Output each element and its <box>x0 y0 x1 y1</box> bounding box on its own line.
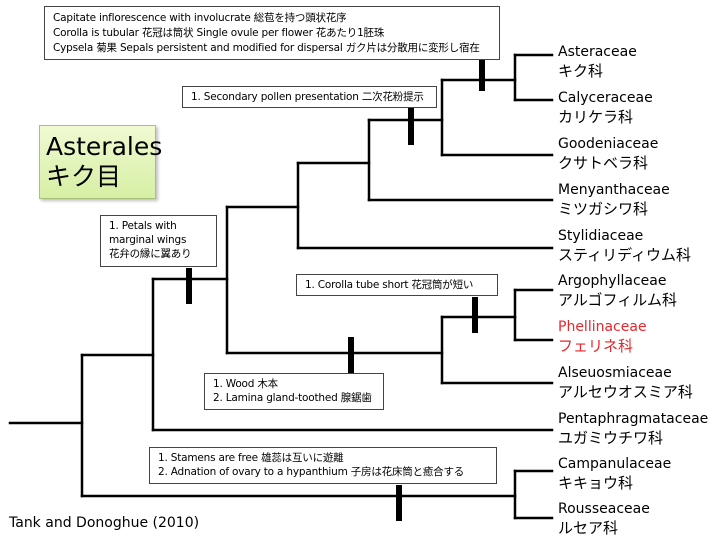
note-line: Cypsela 菊果 Sepals persistent and modifie… <box>53 42 480 54</box>
taxon-menyanthaceae: Menyanthaceae ミツガシワ科 <box>558 181 670 219</box>
taxon-latin: Rousseaceae <box>558 501 650 517</box>
note-secondary-pollen: 1. Secondary pollen presentation 二次花粉提示 <box>182 86 437 108</box>
citation: Tank and Donoghue (2010) <box>9 515 200 531</box>
taxon-alseuosmiaceae: Alseuosmiaceae アルセウオスミア科 <box>558 364 693 402</box>
synapomorphy-bar-stamens <box>396 485 402 521</box>
note-line: 1. Stamens are free 雄蕊は互いに遊離 <box>158 452 344 464</box>
taxon-phellinaceae: Phellinaceae フェリネ科 <box>558 318 647 356</box>
taxon-rousseaceae: Rousseaceae ルセア科 <box>558 500 650 538</box>
synapomorphy-bar-asteraceae <box>479 53 485 91</box>
taxon-japanese: キキョウ科 <box>558 474 634 492</box>
note-line: Corolla is tubular 花冠は筒状 Single ovule pe… <box>53 27 385 39</box>
taxon-latin: Goodeniaceae <box>558 136 659 152</box>
order-latin-name: Asterales <box>46 132 163 161</box>
synapomorphy-bar-petals-wings <box>186 268 192 304</box>
note-line: 1. Secondary pollen presentation 二次花粉提示 <box>191 91 424 103</box>
note-line: 2. Lamina gland-toothed 腺鋸歯 <box>213 392 372 404</box>
taxon-japanese: カリケラ科 <box>558 108 634 126</box>
note-line: Capitate inflorescence with involucrate … <box>53 12 347 24</box>
note-line: 1. Petals with <box>109 220 177 232</box>
taxon-latin: Pentaphragmataceae <box>558 411 709 427</box>
note-wood: 1. Wood 木本 2. Lamina gland-toothed 腺鋸歯 <box>204 373 384 410</box>
synapomorphy-bar-secondary-pollen <box>408 107 414 145</box>
taxon-latin: Argophyllaceae <box>558 273 667 289</box>
synapomorphy-bar-wood <box>348 337 354 373</box>
note-line: 2. Adnation of ovary to a hypanthium 子房は… <box>158 466 465 478</box>
note-corolla-short: 1. Corolla tube short 花冠筒が短い <box>296 274 498 296</box>
taxon-argophyllaceae: Argophyllaceae アルゴフィルム科 <box>558 272 677 310</box>
taxon-japanese: アルセウオスミア科 <box>558 383 693 401</box>
note-line: 花弁の縁に翼あり <box>109 248 192 260</box>
taxon-calyceraceae: Calyceraceae カリケラ科 <box>558 89 653 127</box>
taxon-japanese: ミツガシワ科 <box>558 200 649 218</box>
taxon-japanese: キク科 <box>558 62 604 80</box>
taxon-japanese: スティリディウム科 <box>558 246 692 264</box>
note-line: 1. Corolla tube short 花冠筒が短い <box>305 279 474 291</box>
taxon-japanese: クサトベラ科 <box>558 154 649 172</box>
taxon-goodeniaceae: Goodeniaceae クサトベラ科 <box>558 135 658 173</box>
taxon-latin: Asteraceae <box>558 44 637 60</box>
taxon-latin: Calyceraceae <box>558 90 653 106</box>
note-asteraceae-calyceraceae: Capitate inflorescence with involucrate … <box>44 6 500 60</box>
taxon-japanese: ルセア科 <box>558 519 619 537</box>
taxon-latin: Alseuosmiaceae <box>558 365 672 381</box>
taxon-latin: Campanulaceae <box>558 456 672 472</box>
order-japanese-name: キク目 <box>46 162 122 191</box>
note-stamens: 1. Stamens are free 雄蕊は互いに遊離 2. Adnation… <box>149 447 497 484</box>
note-petals-wings: 1. Petals with marginal wings 花弁の縁に翼あり <box>100 215 217 267</box>
taxon-stylidiaceae: Stylidiaceae スティリディウム科 <box>558 227 691 265</box>
taxon-latin: Stylidiaceae <box>558 228 644 244</box>
taxon-asteraceae: Asteraceae キク科 <box>558 43 637 81</box>
note-line: marginal wings <box>109 234 187 246</box>
taxon-japanese: ユガミウチワ科 <box>558 429 664 447</box>
synapomorphy-bar-corolla-short <box>472 297 478 333</box>
note-line: 1. Wood 木本 <box>213 378 278 390</box>
taxon-latin: Phellinaceae <box>558 319 647 335</box>
taxon-campanulaceae: Campanulaceae キキョウ科 <box>558 455 671 493</box>
taxon-japanese: フェリネ科 <box>558 337 634 355</box>
taxon-japanese: アルゴフィルム科 <box>558 291 677 309</box>
taxon-pentaphragmataceae: Pentaphragmataceae ユガミウチワ科 <box>558 410 708 448</box>
taxon-latin: Menyanthaceae <box>558 182 670 198</box>
order-title-box: Asterales キク目 <box>39 125 163 199</box>
